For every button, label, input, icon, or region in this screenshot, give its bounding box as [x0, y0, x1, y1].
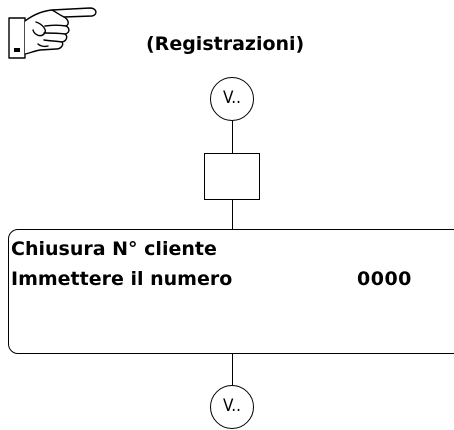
display-prompt: Immettere il numero — [11, 268, 233, 290]
section-title: (Registrazioni) — [146, 33, 305, 55]
display-line-1: Chiusura N° cliente — [11, 238, 217, 260]
flow-line — [232, 121, 233, 153]
flow-connector-top: V.. — [210, 77, 254, 121]
connector-label: V.. — [223, 396, 241, 416]
action-key-box — [204, 153, 260, 200]
connector-label: V.. — [223, 88, 241, 108]
flow-line — [232, 353, 233, 385]
flow-connector-bottom: V.. — [210, 385, 254, 429]
pointing-hand-icon — [0, 0, 122, 62]
customer-number-value: 0000 — [357, 268, 412, 290]
flow-line — [232, 200, 233, 230]
display-panel — [8, 229, 454, 354]
